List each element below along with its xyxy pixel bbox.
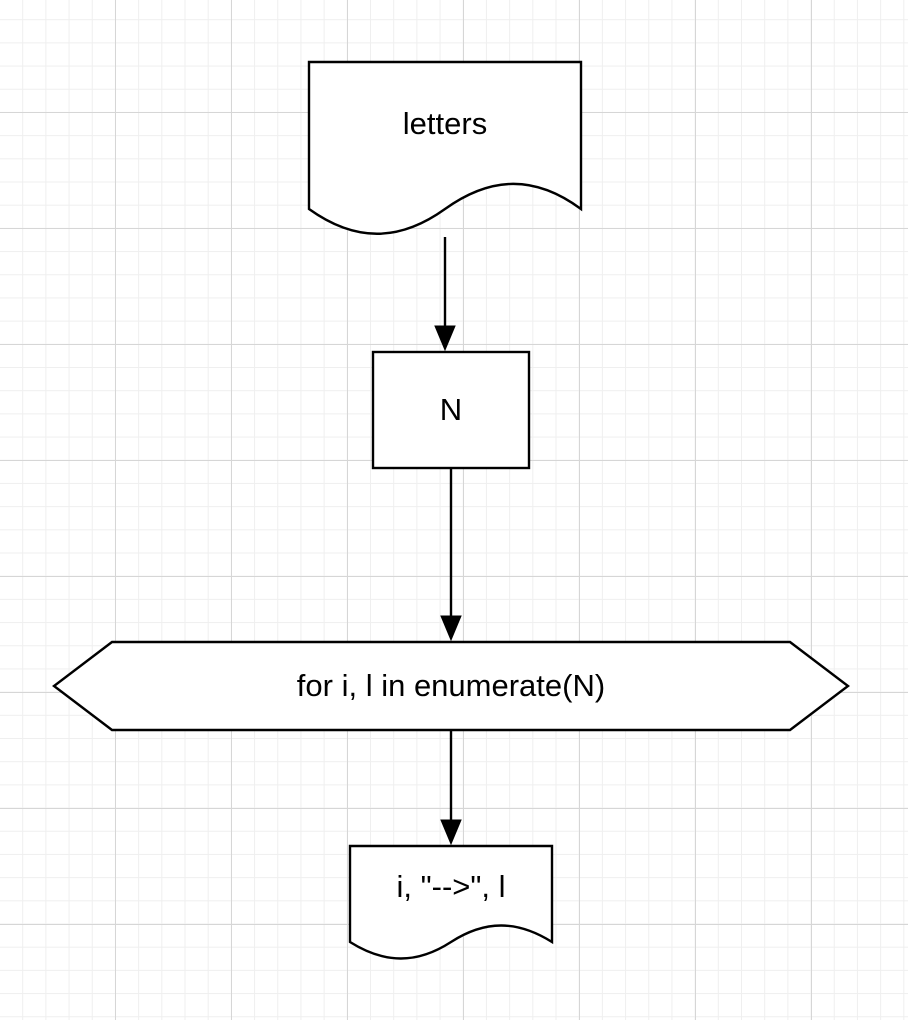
node-loop[interactable]: for i, l in enumerate(N) [52, 640, 850, 732]
document-shape [348, 844, 554, 960]
node-letters-label: letters [403, 106, 487, 141]
node-output[interactable]: i, "-->", l [348, 844, 554, 960]
node-n-label: N [440, 392, 462, 427]
edge-letters-to-n[interactable] [434, 237, 456, 352]
node-output-label: i, "-->", l [397, 869, 506, 904]
edge-loop-to-output[interactable] [440, 730, 462, 846]
node-n[interactable]: N [371, 350, 531, 470]
edge-n-to-loop[interactable] [440, 468, 462, 642]
hexagon-shape [52, 640, 850, 732]
rectangle-shape [371, 350, 531, 470]
node-letters[interactable]: letters [307, 60, 583, 235]
document-shape [307, 60, 583, 235]
node-loop-label: for i, l in enumerate(N) [297, 668, 605, 703]
